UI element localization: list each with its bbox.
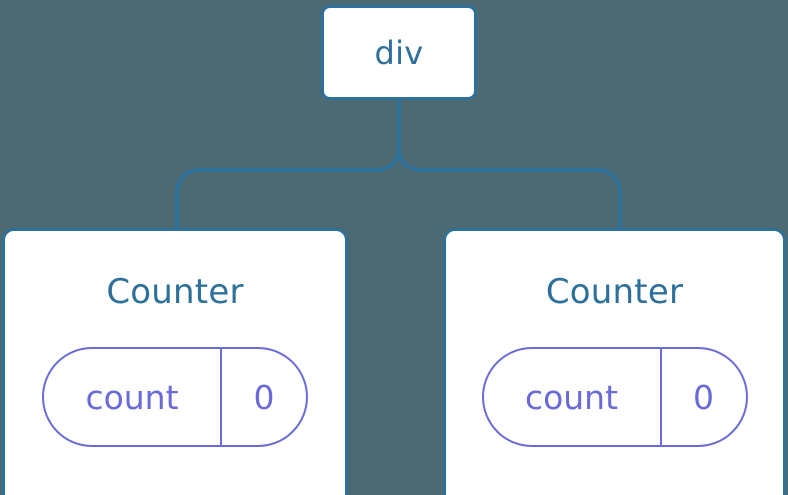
node-counter-right[interactable]: Counter count 0 bbox=[443, 228, 786, 495]
state-pill-right[interactable]: count 0 bbox=[481, 347, 748, 447]
state-key-left: count bbox=[44, 349, 222, 445]
state-value-left: 0 bbox=[253, 377, 275, 417]
node-counter-right-label: Counter bbox=[545, 272, 684, 312]
state-value-right: 0 bbox=[693, 377, 714, 417]
state-key-right: count bbox=[484, 349, 662, 445]
node-div-label: div bbox=[374, 33, 424, 72]
node-div[interactable]: div bbox=[321, 5, 477, 100]
connector-path-left bbox=[175, 100, 401, 232]
node-counter-left[interactable]: Counter count 0 bbox=[2, 228, 348, 495]
connector-path-right bbox=[397, 100, 622, 232]
state-pill-left[interactable]: count 0 bbox=[42, 347, 308, 447]
node-counter-left-label: Counter bbox=[106, 272, 244, 312]
